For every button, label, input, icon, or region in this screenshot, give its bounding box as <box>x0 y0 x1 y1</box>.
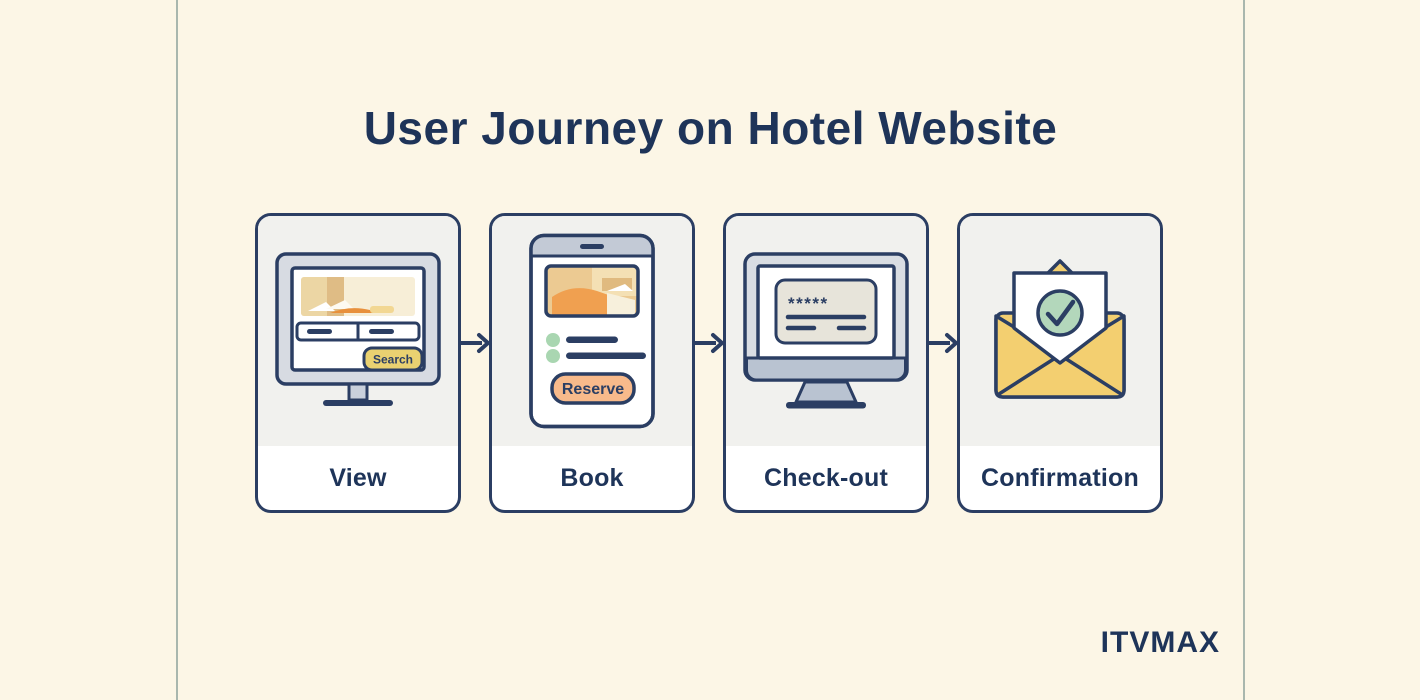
step-label: Book <box>560 463 624 492</box>
step-card-view: Search View <box>255 213 461 513</box>
right-arrow-icon <box>692 333 724 353</box>
listing-items <box>546 333 646 363</box>
page-title: User Journey on Hotel Website <box>363 101 1058 154</box>
step-confirmation-illustration <box>960 216 1160 446</box>
monitor-bottom-strip <box>745 356 907 382</box>
search-button-label: Search <box>373 353 413 367</box>
right-panel-divider <box>1243 0 1245 700</box>
hotel-bed-photo <box>546 266 638 316</box>
search-button: Search <box>362 346 424 372</box>
brand-logo: ITVMAX <box>1100 626 1220 659</box>
monitor-base <box>786 402 866 409</box>
reserve-button: Reserve <box>550 372 636 405</box>
step-card-checkout: ***** Check-out <box>723 213 929 513</box>
right-arrow-icon <box>458 333 490 353</box>
credit-card-form: ***** <box>774 278 878 345</box>
step-card-book: Reserve Book <box>489 213 695 513</box>
desktop-search-icon: Search <box>275 252 441 406</box>
monitor-stand <box>794 380 858 404</box>
search-form-fields <box>295 321 421 342</box>
check-badge <box>1036 289 1084 337</box>
step-checkout-illustration: ***** <box>726 216 926 446</box>
step-book-illustration: Reserve <box>492 216 692 446</box>
envelope-check-icon <box>994 259 1126 399</box>
step-label: View <box>329 463 387 492</box>
journey-flow: Search View <box>255 213 1163 513</box>
hotel-room-photo <box>301 277 415 316</box>
reserve-button-label: Reserve <box>562 381 624 398</box>
step-label: Check-out <box>763 463 889 492</box>
monitor-base <box>323 400 393 406</box>
step-card-confirmation: Confirmation <box>957 213 1163 513</box>
step-view-illustration: Search <box>258 216 458 446</box>
right-arrow-icon <box>926 333 958 353</box>
envelope-creases <box>997 353 1123 396</box>
masked-card-number: ***** <box>788 294 829 313</box>
left-panel-divider <box>176 0 178 700</box>
phone-speaker <box>580 244 604 249</box>
desktop-payment-icon: ***** <box>743 252 909 409</box>
step-label: Confirmation <box>981 463 1139 492</box>
smartphone-reserve-icon: Reserve <box>529 233 655 429</box>
monitor-stand <box>347 382 369 402</box>
